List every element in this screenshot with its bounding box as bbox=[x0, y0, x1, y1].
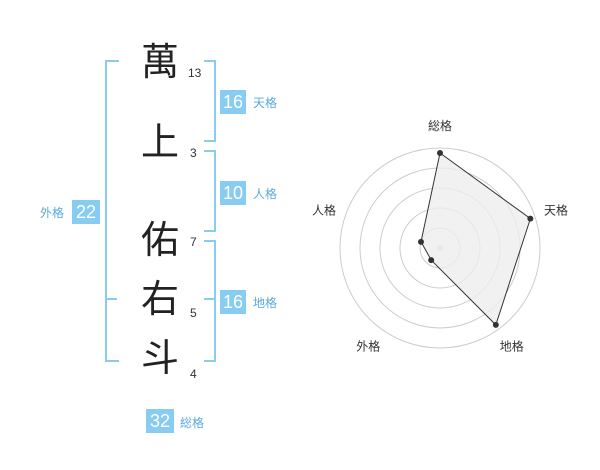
chikaku-label: 地格 bbox=[253, 296, 278, 310]
radar-axis-label-4: 外格 bbox=[356, 339, 380, 354]
tenkaku-bracket bbox=[204, 60, 216, 142]
stroke-count-3: 7 bbox=[190, 235, 197, 249]
radar-point-3 bbox=[492, 321, 499, 328]
stroke-count-4: 5 bbox=[190, 306, 197, 320]
soukaku-label: 総格 bbox=[180, 416, 205, 430]
char-2: 上 bbox=[140, 120, 179, 164]
chikaku-bracket bbox=[204, 240, 216, 362]
radar-axis-label-5: 人格 bbox=[312, 202, 336, 217]
char-5: 斗 bbox=[140, 336, 179, 380]
jinkaku-value-badge: 10 bbox=[220, 181, 246, 205]
radar-point-2 bbox=[527, 215, 534, 222]
chikaku-bracket-divider bbox=[204, 298, 216, 300]
radar-point-1 bbox=[437, 150, 443, 156]
radar-polygon bbox=[420, 152, 531, 326]
gaikaku-bracket-divider bbox=[105, 298, 117, 300]
radar-axis-label-3: 地格 bbox=[500, 339, 524, 354]
radar-axis-label-1: 総格 bbox=[428, 118, 452, 133]
stroke-count-5: 4 bbox=[190, 367, 197, 381]
radar-axis-label-2: 天格 bbox=[544, 202, 568, 217]
char-1: 萬 bbox=[140, 40, 179, 84]
jinkaku-bracket bbox=[204, 150, 216, 232]
char-3: 佑 bbox=[140, 218, 179, 262]
radar-point-4 bbox=[428, 257, 435, 264]
stroke-count-1: 13 bbox=[188, 66, 202, 80]
gaikaku-label: 外格 bbox=[40, 206, 65, 220]
tenkaku-label: 天格 bbox=[253, 96, 278, 110]
radar-ring bbox=[339, 147, 541, 349]
stroke-count-2: 3 bbox=[190, 146, 197, 160]
gaikaku-value-badge: 22 bbox=[72, 200, 100, 224]
chikaku-value-badge: 16 bbox=[220, 290, 246, 314]
tenkaku-value-badge: 16 bbox=[220, 90, 246, 114]
char-4: 右 bbox=[140, 277, 179, 321]
jinkaku-label: 人格 bbox=[253, 187, 278, 201]
gaikaku-bracket bbox=[105, 60, 119, 362]
soukaku-value-badge: 32 bbox=[146, 409, 174, 433]
radar-point-5 bbox=[417, 238, 424, 245]
